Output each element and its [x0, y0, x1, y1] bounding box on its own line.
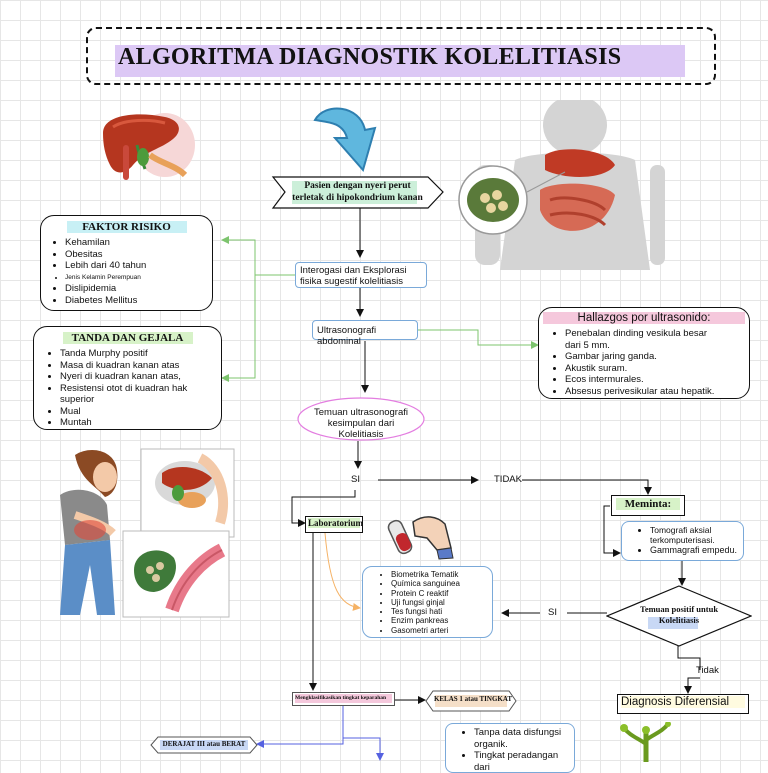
patient-illustration — [60, 450, 118, 615]
list-item: Protein C reaktif — [391, 589, 490, 598]
list-item: Biometrika Tematik — [391, 570, 490, 579]
curved-arrow-icon — [313, 107, 377, 173]
tanda-gejala-card: TANDA DAN GEJALA Tanda Murphy positif Ma… — [33, 326, 222, 430]
usg-node: Ultrasonografi abdominal — [312, 320, 418, 347]
list-item: Tanda Murphy positif — [60, 348, 200, 360]
green-plant-icon — [620, 722, 671, 762]
interogasi-node: Interogasi dan Eksplorasi fisika sugesti… — [295, 262, 427, 288]
derajat-label: DERAJAT III atau BERAT — [162, 740, 246, 748]
tanda-gejala-title: TANDA DAN GEJALA — [62, 332, 193, 344]
list-item: Masa di kuadran kanan atas — [60, 360, 200, 372]
list-item: Penebalan dinding vesikula besar dari 5 … — [565, 328, 725, 351]
kelas-label: KELAS 1 atau TINGKAT — [433, 695, 513, 703]
temuan-positif-node: Temuan positif untuk Kolelitiasis — [616, 604, 742, 626]
interogasi-line2: fisika sugestif kolelitiasis — [300, 276, 403, 287]
faktor-risiko-title: FAKTOR RISIKO — [66, 221, 187, 233]
list-item: Gambar jaring ganda. — [565, 351, 725, 363]
start-node-shape — [271, 176, 444, 209]
hallazgos-card: Hallazgos por ultrasonido: Penebalan din… — [538, 307, 750, 399]
hallazgos-title: Hallazgos por ultrasonido: — [543, 312, 745, 324]
start-node-line2: terletak di hipokondrium kanan — [292, 193, 423, 203]
derajat-shape — [150, 736, 258, 754]
temuan-usg-node: Temuan ultrasonografi kesimpulan dari Ko… — [304, 407, 418, 440]
blood-test-icon — [387, 516, 454, 560]
temuan-positif-diamond — [606, 585, 752, 647]
si-label: SI — [351, 474, 360, 485]
klasifikasi-label: Mengklasifikasikan tingkat keparahan — [295, 694, 392, 703]
gallbladder-anatomy-illustration — [140, 448, 235, 538]
list-item: Tes fungsi hati — [391, 607, 490, 616]
diagnosis-diferensial-label: Diagnosis Diferensial — [621, 696, 745, 708]
title-band — [115, 45, 685, 77]
temuan-positif-line1: Temuan positif untuk — [639, 604, 719, 614]
laboratorium-label: Laboratorium — [308, 518, 363, 528]
list-item: Ecos intermurales. — [565, 374, 725, 386]
list-item: Akustik suram. — [565, 363, 725, 375]
tidak-label-2: Tidak — [696, 665, 719, 676]
meminta-list-card: Tomografi aksial terkomputerisasi. Gamma… — [621, 521, 744, 561]
list-item: Muntah — [60, 417, 200, 429]
title-frame — [86, 27, 716, 85]
diagnosis-diferensial-node: Diagnosis Diferensial — [617, 694, 749, 714]
list-item: Gammagrafi empedu. — [650, 545, 741, 556]
start-node: Pasien dengan nyeri perut terletak di hi… — [280, 180, 435, 204]
list-item: Absesus perivesikular atau hepatik. — [565, 386, 725, 398]
temuan-positif-line2: Kolelitiasis — [658, 615, 700, 625]
list-item: Mual — [60, 406, 200, 418]
list-item: Tanpa data disfungsi organik. — [474, 727, 572, 750]
usg-label: Ultrasonografi abdominal — [317, 325, 377, 347]
list-item: Gasometri arteri — [391, 626, 490, 635]
list-item: Resistensi otot di kuadran hak superior — [60, 383, 200, 406]
gallstones-illustration — [122, 530, 230, 618]
klasifikasi-node: Mengklasifikasikan tingkat keparahan — [292, 692, 395, 706]
list-item: Dislipidemia — [65, 283, 212, 295]
list-item: Tomografi aksial terkomputerisasi. — [650, 525, 741, 545]
faktor-risiko-card: FAKTOR RISIKO Kehamilan Obesitas Lebih d… — [40, 215, 213, 311]
liver-illustration — [103, 113, 195, 180]
temuan-usg-line2: kesimpulan dari Kolelitiasis — [327, 418, 395, 440]
list-item: Obesitas — [65, 249, 212, 261]
temuan-usg-line1: Temuan ultrasonografi — [314, 407, 408, 418]
list-item: Lebih dari 40 tahun — [65, 260, 212, 272]
interogasi-line1: Interogasi dan Eksplorasi — [300, 265, 407, 276]
start-node-line1: Pasien dengan nyeri perut — [304, 181, 411, 191]
meminta-node: Meminta: — [611, 495, 685, 516]
list-item: Kehamilan — [65, 237, 212, 249]
list-item: Química sanguinea — [391, 579, 490, 588]
list-item: Diabetes Mellitus — [65, 295, 212, 307]
list-item: Uji fungsi ginjal — [391, 598, 490, 607]
list-item: Jenis Kelamin Perempuan — [65, 272, 212, 284]
kelas-list-card: Tanpa data disfungsi organik. Tingkat pe… — [445, 723, 575, 773]
temuan-usg-ellipse — [297, 397, 425, 441]
si-label-2: SI — [548, 607, 557, 618]
kelas-shape — [425, 690, 517, 712]
page-title: ALGORITMA DIAGNOSTIK KOLELITIASIS — [118, 44, 622, 70]
anatomy-illustration — [458, 100, 665, 270]
meminta-label: Meminta: — [616, 498, 680, 510]
list-item: Enzim pankreas — [391, 616, 490, 625]
lab-list-card: Biometrika Tematik Química sanguinea Pro… — [362, 566, 493, 638]
list-item: Nyeri di kuadran kanan atas, — [60, 371, 200, 383]
laboratorium-node: Laboratorium — [305, 516, 363, 533]
tidak-label: TIDAK — [494, 474, 522, 485]
